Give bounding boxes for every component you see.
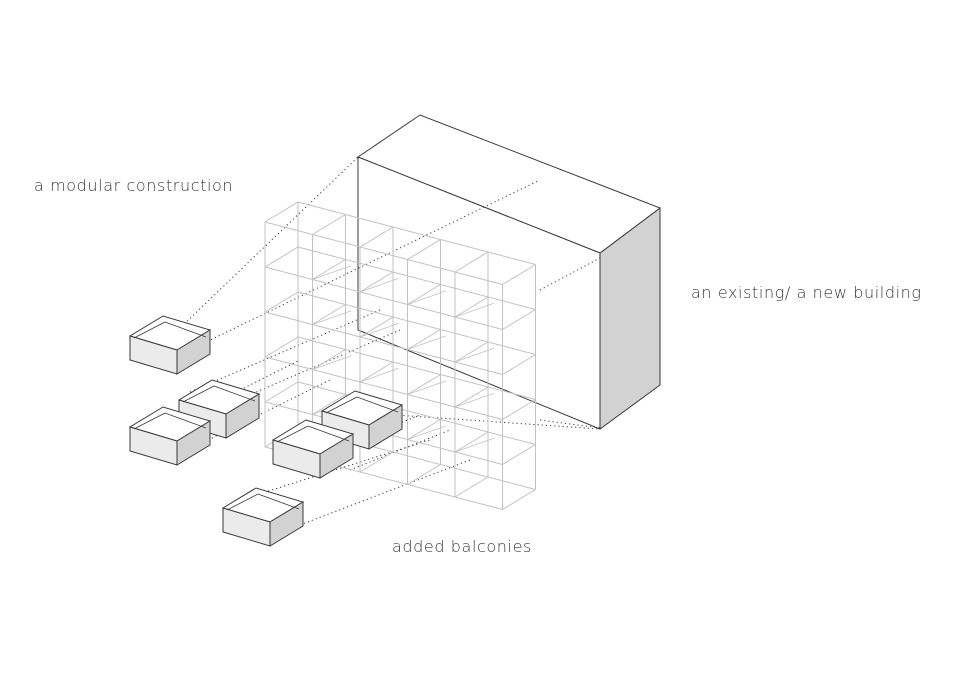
- balcony-module-5: [271, 419, 355, 479]
- frame-depth-line: [502, 354, 536, 375]
- balcony-side-face: [225, 393, 260, 439]
- frame-inner-line: [312, 310, 352, 325]
- frame-depth-line: [264, 336, 299, 358]
- frame-inner-line: [454, 392, 494, 408]
- frame-horizontal-line: [264, 311, 503, 375]
- balcony-inner-edge: [356, 396, 399, 413]
- frame-depth-line: [407, 239, 441, 260]
- frame-depth-line: [454, 341, 489, 363]
- frame-depth-line: [312, 304, 346, 325]
- frame-inner-line: [407, 335, 447, 350]
- frame-depth-line: [359, 226, 394, 248]
- frame-depth-line: [407, 284, 441, 305]
- frame-depth-line: [454, 386, 489, 408]
- frame-inner-line: [312, 355, 352, 370]
- frame-depth-line: [502, 264, 536, 285]
- frame-depth-line: [502, 309, 536, 330]
- balcony-side-face: [269, 501, 304, 547]
- projection-dotted-line: [195, 179, 541, 348]
- existing-building-volume: [356, 114, 662, 430]
- frame-depth-line: [359, 451, 394, 473]
- balcony-inner-edge: [226, 493, 259, 511]
- projection-dotted-line: [299, 459, 471, 526]
- frame-horizontal-line: [264, 221, 503, 285]
- frame-depth-line: [454, 296, 489, 318]
- frame-depth-line: [359, 316, 394, 338]
- frame-depth-line: [312, 394, 346, 415]
- balcony-side-face: [368, 404, 403, 450]
- frame-depth-line: [312, 349, 346, 370]
- frame-inner-line: [312, 265, 352, 280]
- frame-depth-line: [502, 444, 536, 465]
- frame-depth-line: [502, 399, 536, 420]
- balcony-inner-edge: [213, 385, 256, 402]
- frame-inner-line: [454, 437, 494, 453]
- balcony-module-1: [128, 315, 212, 375]
- frame-inner-line: [359, 322, 399, 338]
- frame-depth-line: [264, 246, 299, 268]
- balcony-inner-edge: [276, 425, 309, 443]
- balcony-module-6: [221, 487, 305, 547]
- balcony-inner-edge: [307, 425, 350, 442]
- modular-construction-label: a modular construction: [34, 176, 234, 195]
- frame-inner-line: [454, 302, 494, 318]
- frame-inner-line: [454, 347, 494, 363]
- building-label: an existing/ a new building: [691, 283, 922, 302]
- frame-inner-line: [407, 290, 447, 305]
- frame-depth-line: [264, 201, 299, 223]
- added-balconies-label: added balconies: [392, 537, 532, 556]
- balcony-module-4: [320, 390, 404, 450]
- frame-depth-line: [407, 374, 441, 395]
- frame-depth-line: [359, 271, 394, 293]
- frame-depth-line: [312, 214, 346, 235]
- projection-dotted-line: [207, 379, 331, 441]
- frame-depth-line: [502, 489, 536, 510]
- frame-depth-line: [407, 419, 441, 440]
- frame-horizontal-line: [297, 291, 536, 355]
- frame-inner-line: [359, 277, 399, 293]
- projection-dotted-line: [539, 257, 601, 291]
- balcony-side-face: [176, 420, 211, 466]
- frame-horizontal-line: [297, 381, 536, 445]
- frame-horizontal-line: [297, 246, 536, 310]
- projection-dotted-line: [394, 414, 601, 430]
- projection-dotted-line: [539, 419, 601, 429]
- frame-inner-line: [359, 367, 399, 383]
- balcony-inner-edge: [164, 321, 207, 338]
- frame-depth-line: [407, 464, 441, 485]
- balcony-inner-edge: [133, 321, 166, 339]
- frame-inner-line: [407, 425, 447, 440]
- frame-depth-line: [407, 329, 441, 350]
- projection-dotted-line: [349, 429, 451, 471]
- balcony-inner-edge: [164, 412, 207, 429]
- projection-dotted-line: [189, 309, 381, 393]
- frame-depth-line: [454, 251, 489, 273]
- balcony-inner-edge: [182, 385, 215, 403]
- frame-horizontal-line: [297, 336, 536, 400]
- frame-depth-line: [454, 431, 489, 453]
- balcony-inner-edge: [133, 412, 166, 430]
- balcony-inner-edge: [325, 396, 358, 414]
- frame-inner-line: [407, 380, 447, 395]
- frame-horizontal-line: [264, 356, 503, 420]
- balcony-modules: [128, 315, 404, 547]
- frame-depth-line: [454, 476, 489, 498]
- modular-frame: [264, 201, 536, 510]
- balcony-side-face: [176, 329, 211, 375]
- frame-horizontal-line: [264, 266, 503, 330]
- frame-depth-line: [264, 381, 299, 403]
- frame-depth-line: [264, 291, 299, 313]
- balcony-module-3: [128, 406, 212, 466]
- frame-horizontal-line: [297, 201, 536, 265]
- building-front-face: [357, 156, 601, 430]
- balcony-side-face: [319, 433, 354, 479]
- balcony-inner-edge: [257, 493, 300, 510]
- frame-depth-line: [312, 259, 346, 280]
- frame-depth-line: [359, 361, 394, 383]
